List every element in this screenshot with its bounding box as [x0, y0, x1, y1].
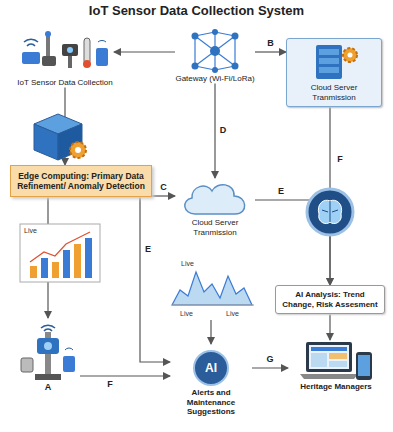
node-text: Edge Computing: Primary Data Refinement/…	[16, 171, 146, 191]
cloud-graphic	[179, 178, 251, 218]
connector	[114, 51, 175, 52]
gateway-icon	[185, 28, 245, 74]
sensors-graphic	[18, 28, 112, 78]
heritage-managers-node: Heritage Managers	[288, 340, 384, 392]
node-text: A	[45, 382, 52, 393]
laptop-graphic	[298, 340, 374, 382]
edge-label: C	[159, 183, 168, 193]
chart-label: Live	[226, 310, 239, 317]
node-text: Gateway (Wi-Fi/LoRa)	[175, 74, 254, 84]
connector	[80, 375, 170, 376]
chart-label: Live	[180, 310, 193, 317]
device-icon	[17, 318, 79, 382]
title: IoT Sensor Data Collection System	[0, 3, 393, 19]
edge-computing-box: Edge Computing: Primary Data Refinement/…	[10, 165, 152, 197]
edge-label: F	[336, 155, 344, 165]
connector	[252, 367, 288, 368]
server-icon	[306, 43, 362, 83]
field-device: A	[16, 318, 80, 393]
edge-label: F	[106, 380, 114, 390]
edge-label: E	[144, 245, 152, 255]
live-line-chart	[172, 272, 254, 305]
node-text: Cloud Server Tranmission	[291, 83, 377, 102]
laptop-icon	[298, 340, 374, 382]
edge-device-icon	[34, 114, 86, 160]
cloud-node: Cloud Server Tranmission	[175, 178, 255, 237]
chart-label: Live	[181, 260, 194, 267]
device-graphic	[17, 318, 79, 382]
cloud-server-box: Cloud Server Tranmission	[286, 38, 382, 107]
node-text: IoT Sensor Data Collection	[17, 78, 112, 88]
chart-label: Live	[24, 227, 37, 234]
node-caption: Alerts and Maintenance Suggestions	[170, 388, 252, 417]
connector	[152, 195, 175, 196]
node-text: Heritage Managers	[300, 382, 372, 392]
connector	[214, 84, 215, 178]
flow-arrow	[210, 320, 211, 344]
ai-brain-icon	[307, 189, 353, 235]
edge-label: E	[277, 187, 285, 197]
gateway-graphic	[185, 28, 245, 74]
edge-label: D	[219, 126, 228, 136]
alerts-node: AI Alerts and Maintenance Suggestions	[170, 350, 252, 417]
node-text: Cloud Server Tranmission	[175, 218, 255, 237]
live-bar-chart	[20, 224, 100, 282]
ai-circle: AI	[193, 350, 229, 386]
connector	[329, 314, 330, 340]
sensor-group: IoT Sensor Data Collection	[16, 28, 114, 88]
node-text: AI	[205, 361, 217, 375]
analysis-box: AI Analysis: Trend Change, Risk Assesmen…	[275, 285, 385, 314]
edge-label: G	[265, 355, 274, 365]
gateway-node: Gateway (Wi-Fi/LoRa)	[175, 28, 255, 84]
connector	[255, 51, 286, 52]
sensors-icon	[18, 28, 112, 78]
edge-label: B	[266, 39, 275, 49]
node-text: AI Analysis: Trend Change, Risk Assesmen…	[280, 290, 380, 309]
connector	[140, 197, 170, 362]
cloud-icon	[179, 178, 251, 218]
server-graphic	[306, 43, 362, 83]
